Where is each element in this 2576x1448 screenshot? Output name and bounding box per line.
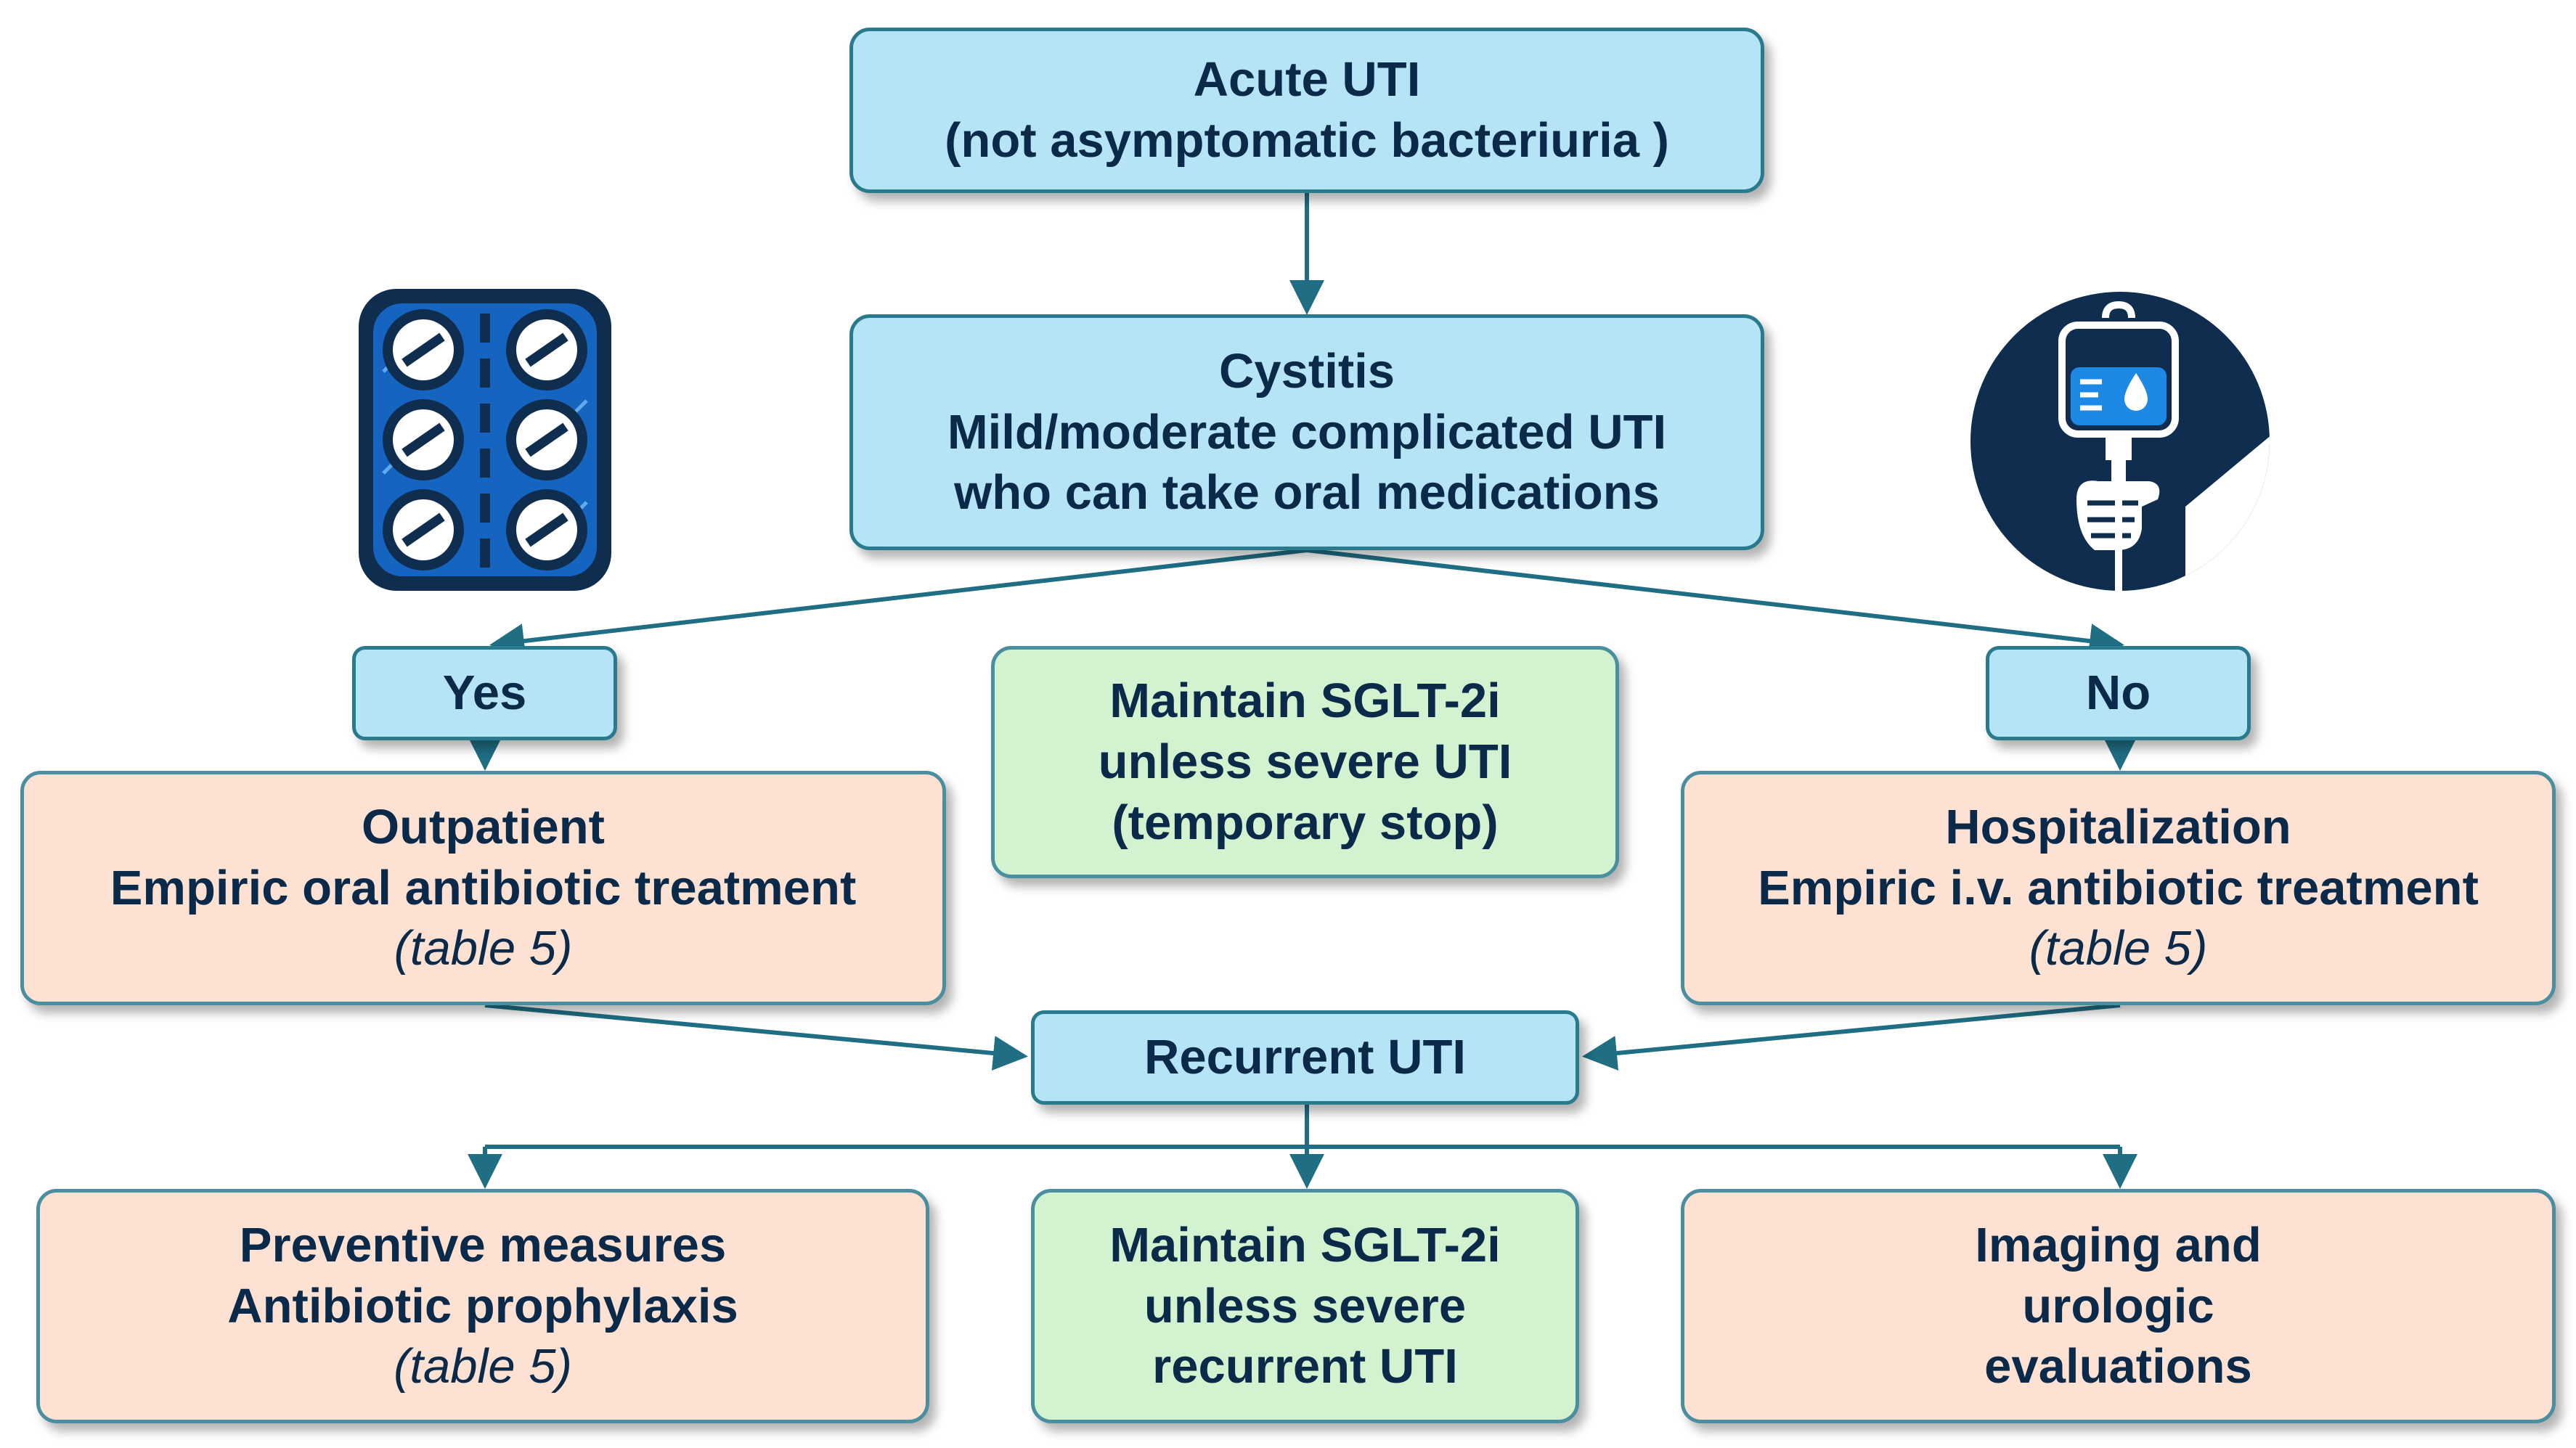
preventive-measures-box: Preventive measures Antibiotic prophylax… [36,1189,929,1423]
yes-label: Yes [442,666,527,721]
maintain-bottom-line-1: Maintain SGLT-2i [1109,1217,1501,1272]
maintain-sglt2i-bottom-box: Maintain SGLT-2i unless severe recurrent… [1031,1189,1579,1423]
imaging-urologic-box: Imaging and urologic evaluations [1681,1189,2556,1423]
imaging-line-1: Imaging and [1975,1217,2262,1272]
acute-uti-title: Acute UTI [1193,52,1421,107]
cystitis-line-2: Mild/moderate complicated UTI [947,404,1667,459]
outpatient-line-1: Outpatient [362,799,605,854]
maintain-sglt2i-top-box: Maintain SGLT-2i unless severe UTI (temp… [991,646,1619,878]
maintain-top-line-3: (temporary stop) [1112,795,1499,850]
maintain-bottom-line-3: recurrent UTI [1152,1339,1458,1394]
recurrent-uti-label: Recurrent UTI [1144,1030,1467,1085]
connector-recurrent-split [485,1103,1309,1149]
acute-uti-box: Acute UTI (not asymptomatic bacteriuria … [849,28,1764,193]
preventive-line-1: Preventive measures [239,1217,727,1272]
imaging-line-3: evaluations [1984,1339,2252,1394]
hospitalization-line-2: Empiric i.v. antibiotic treatment [1758,860,2479,915]
outpatient-box: Outpatient Empiric oral antibiotic treat… [20,771,946,1005]
yes-box: Yes [352,646,617,740]
no-box: No [1986,646,2251,740]
maintain-top-line-1: Maintain SGLT-2i [1109,674,1501,729]
maintain-top-line-2: unless severe UTI [1098,735,1512,790]
hospitalization-box: Hospitalization Empiric i.v. antibiotic … [1681,771,2556,1005]
cystitis-box: Cystitis Mild/moderate complicated UTI w… [849,314,1764,550]
cystitis-line-3: who can take oral medications [954,465,1660,520]
outpatient-line-2: Empiric oral antibiotic treatment [110,860,857,915]
recurrent-uti-box: Recurrent UTI [1031,1010,1579,1105]
preventive-line-2: Antibiotic prophylaxis [227,1278,738,1333]
connector-outpatient-to-recurrent [484,1003,1028,1071]
iv-drip-bag-icon [1970,292,2270,594]
outpatient-table-note: (table 5) [394,921,573,976]
preventive-table-note: (table 5) [394,1339,572,1394]
connector-hospitalization-to-recurrent [1582,1003,2121,1071]
cystitis-line-1: Cystitis [1218,343,1395,398]
connector-cystitis-to-yes [489,548,1308,658]
connector-cystitis-to-no [1306,548,2124,658]
pill-blister-icon [359,289,611,591]
no-label: No [2085,666,2151,721]
acute-uti-subtitle: (not asymptomatic bacteriuria ) [945,113,1669,168]
hospitalization-line-1: Hospitalization [1945,799,2291,854]
maintain-bottom-line-2: unless severe [1144,1278,1467,1333]
imaging-line-2: urologic [2022,1278,2214,1333]
hospitalization-table-note: (table 5) [2029,921,2208,976]
